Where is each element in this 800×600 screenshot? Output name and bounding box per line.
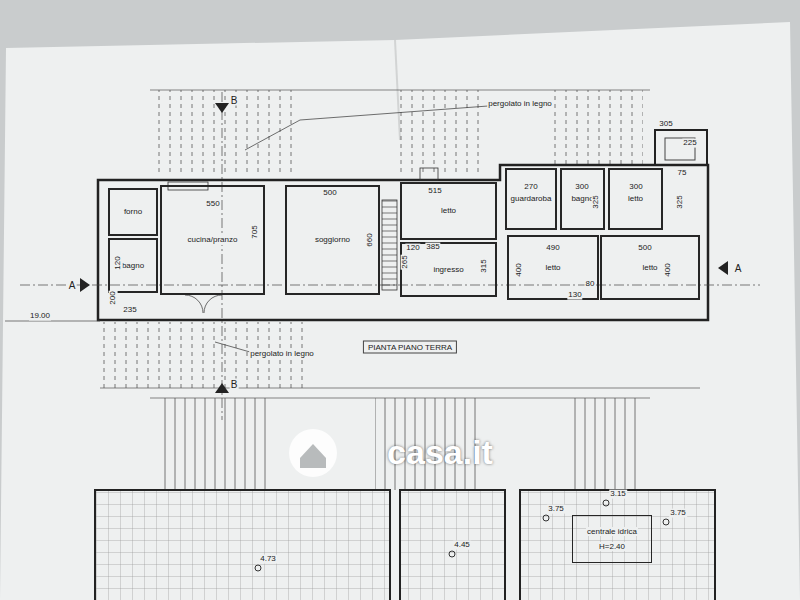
room-name: cucina/pranzo — [187, 235, 239, 244]
watermark-icon — [300, 444, 326, 468]
level-line — [5, 321, 100, 322]
window — [420, 168, 438, 180]
door-swing — [185, 295, 222, 313]
dimension-label: 270 — [523, 183, 538, 192]
watermark: casa.it — [386, 434, 494, 471]
dimension-label: 490 — [545, 244, 560, 253]
room-box: forno — [108, 188, 158, 236]
dimension-label: 325 — [676, 194, 685, 209]
level-marker — [543, 515, 549, 521]
dimension-label: 225 — [682, 139, 697, 148]
dimension-label: 75 — [677, 169, 688, 178]
section-letter: B — [230, 95, 239, 106]
dimension-label: 325 — [592, 194, 601, 209]
level-label: 3.75 — [547, 505, 565, 514]
level-marker — [663, 519, 669, 525]
dimension-label: 80 — [585, 280, 596, 289]
dimension-label: 120 — [405, 244, 420, 253]
pergola-beam — [150, 398, 650, 399]
dimension-label: 500 — [637, 244, 652, 253]
dimension-label: 300 — [628, 183, 643, 192]
section-marker — [215, 383, 229, 393]
dimension-label: 305 — [658, 120, 673, 129]
tower-outline — [655, 130, 707, 165]
note-label: pergolato in legno — [249, 350, 315, 359]
utility-room: centrale idricaH=2.40 — [572, 515, 652, 563]
section-letter: A — [734, 263, 743, 274]
dimension-label: 120 — [114, 255, 123, 270]
dimension-label: 300 — [574, 183, 589, 192]
room-name: letto — [641, 263, 658, 272]
terrace — [95, 490, 390, 600]
level-label: 3.75 — [669, 509, 687, 518]
pergola-hatch — [395, 90, 487, 176]
note-label: pergolato in legno — [487, 100, 553, 109]
room-name: letto — [627, 194, 644, 203]
dimension-label: 400 — [515, 262, 524, 277]
level-marker — [255, 565, 261, 571]
terrace — [400, 490, 505, 600]
terrace — [520, 490, 715, 600]
dimension-label: 130 — [567, 291, 582, 300]
leader-line — [215, 342, 250, 352]
dimension-label: 265 — [401, 254, 410, 269]
room-box: letto — [400, 182, 497, 240]
dimension-label: 660 — [366, 232, 375, 247]
pergola-hatch — [570, 398, 642, 490]
dimension-label: 235 — [122, 306, 137, 315]
level-marker — [603, 500, 609, 506]
room-name: H=2.40 — [598, 542, 626, 551]
dimension-line — [100, 388, 700, 389]
room-box: letto — [608, 168, 663, 230]
room-name: ingresso — [432, 265, 464, 274]
level-label: 4.45 — [453, 541, 471, 550]
section-marker — [718, 261, 728, 275]
room-name: letto — [440, 206, 457, 215]
room-name: guardaroba — [510, 194, 553, 203]
room-name: bagno — [121, 261, 145, 270]
section-marker — [80, 278, 90, 292]
room-name: forno — [123, 207, 143, 216]
watermark-icon — [289, 429, 337, 477]
dimension-label: 385 — [425, 243, 440, 252]
level-label: 4.73 — [259, 555, 277, 564]
section-line — [222, 92, 223, 420]
dimension-label: 200 — [109, 290, 118, 305]
room-box: guardaroba — [505, 168, 557, 230]
room-name: soggiorno — [314, 235, 351, 244]
dimension-label: 19.00 — [29, 312, 51, 321]
building-outline — [98, 165, 708, 320]
stairs — [382, 200, 397, 290]
level-marker — [449, 551, 455, 557]
pergola-hatch — [155, 90, 300, 176]
dimension-label: 515 — [427, 187, 442, 196]
room-name: centrale idrica — [586, 527, 638, 536]
dimension-label: 500 — [322, 189, 337, 198]
leader-line — [245, 106, 488, 150]
dimension-label: 400 — [664, 262, 673, 277]
dimension-label: 550 — [205, 200, 220, 209]
pergola-hatch — [160, 398, 270, 490]
pergola-hatch — [548, 90, 643, 165]
dimension-line — [150, 90, 650, 91]
section-marker — [215, 103, 229, 113]
section-line — [20, 285, 760, 286]
plan-title: PIANTA PIANO TERRA — [363, 341, 457, 354]
section-letter: A — [68, 280, 77, 291]
dimension-label: 705 — [251, 224, 260, 239]
room-name: letto — [544, 263, 561, 272]
section-letter: B — [230, 379, 239, 390]
level-label: 3.15 — [609, 490, 627, 499]
dimension-label: 315 — [480, 258, 489, 273]
